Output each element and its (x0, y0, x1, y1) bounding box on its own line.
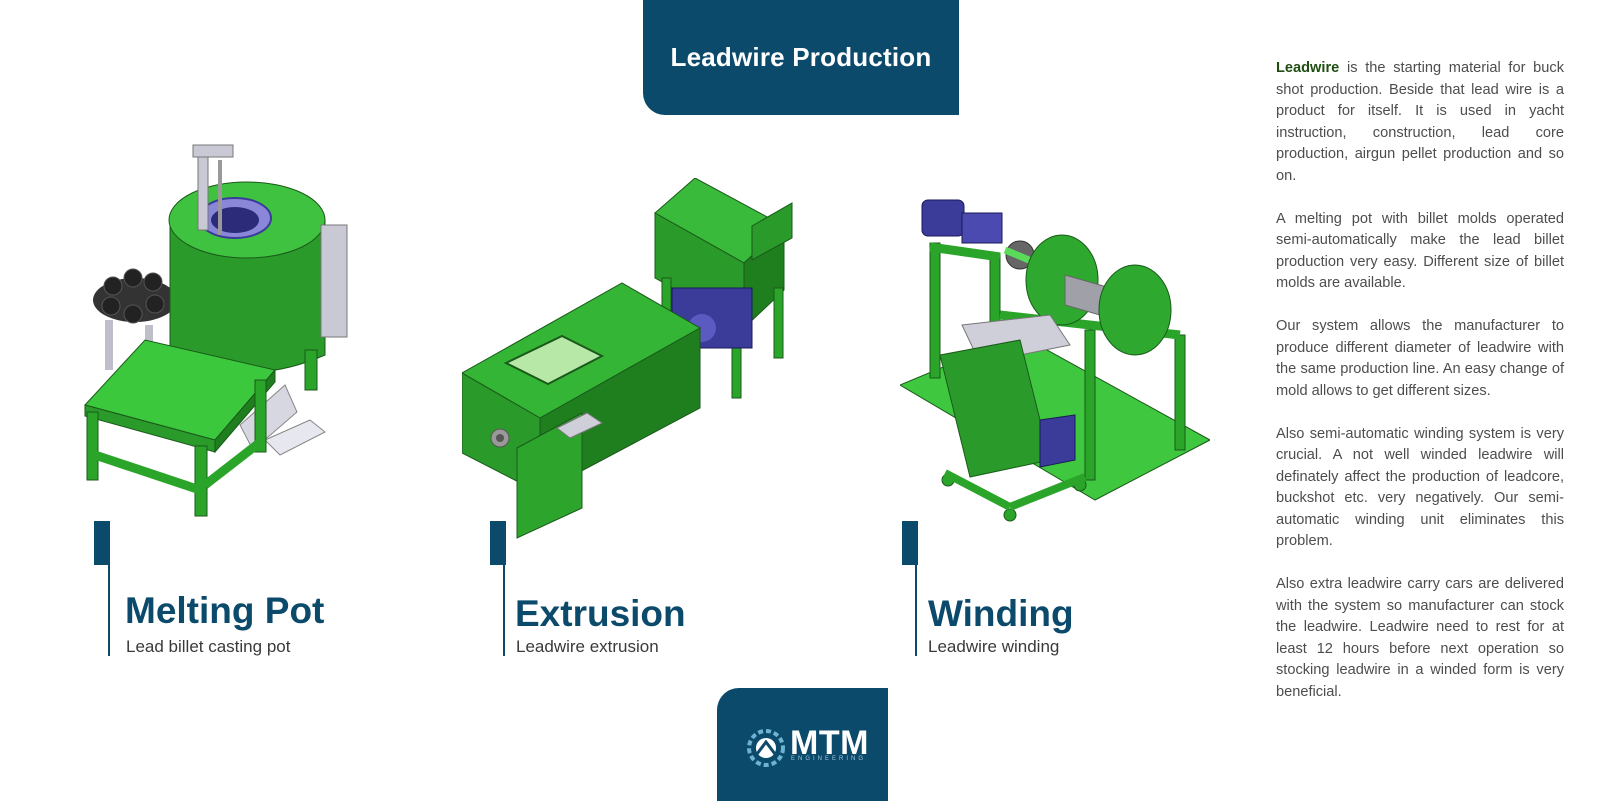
melting-pot-accent-bar (94, 521, 110, 565)
description-keyword: Leadwire (1276, 60, 1340, 76)
logo-box (717, 688, 888, 801)
billet-mold-rack (93, 268, 177, 375)
description-paragraph-3: Our system allows the manufacturer to pr… (1276, 318, 1564, 399)
winding-title: Winding (928, 593, 1074, 634)
melting-pot-divider (108, 521, 110, 656)
description-column: Leadwire is the starting material for bu… (1276, 58, 1564, 725)
extrusion-subtitle: Leadwire extrusion (516, 637, 659, 656)
description-paragraph-2: A melting pot with billet molds operated… (1276, 210, 1564, 292)
winding-subtitle: Leadwire winding (928, 637, 1060, 656)
description-paragraph-1-text: is the starting material for buck shot p… (1276, 60, 1564, 184)
extrusion-illustration (462, 178, 793, 539)
melting-pot-illustration (84, 144, 348, 517)
melting-pot-title: Melting Pot (125, 590, 325, 631)
extrusion-title: Extrusion (515, 593, 686, 634)
gear-logo-icon (747, 729, 785, 767)
extrusion-accent-bar (490, 521, 506, 565)
melting-pot-subtitle: Lead billet casting pot (126, 637, 291, 656)
logo-tagline: ENGINEERING (791, 756, 867, 762)
extrusion-divider (503, 521, 505, 656)
description-paragraph-5: Also extra leadwire carry cars are deliv… (1276, 576, 1564, 700)
description-paragraph-4: Also semi-automatic winding system is ve… (1276, 425, 1564, 550)
header-banner: Leadwire Production (643, 0, 959, 115)
winding-illustration (900, 199, 1210, 522)
description-paragraph-1: Leadwire is the starting material for bu… (1276, 58, 1564, 187)
winding-divider (915, 521, 917, 656)
logo-wordmark: MTM (790, 724, 869, 762)
winding-accent-bar (902, 521, 918, 565)
page-title: Leadwire Production (670, 42, 932, 72)
